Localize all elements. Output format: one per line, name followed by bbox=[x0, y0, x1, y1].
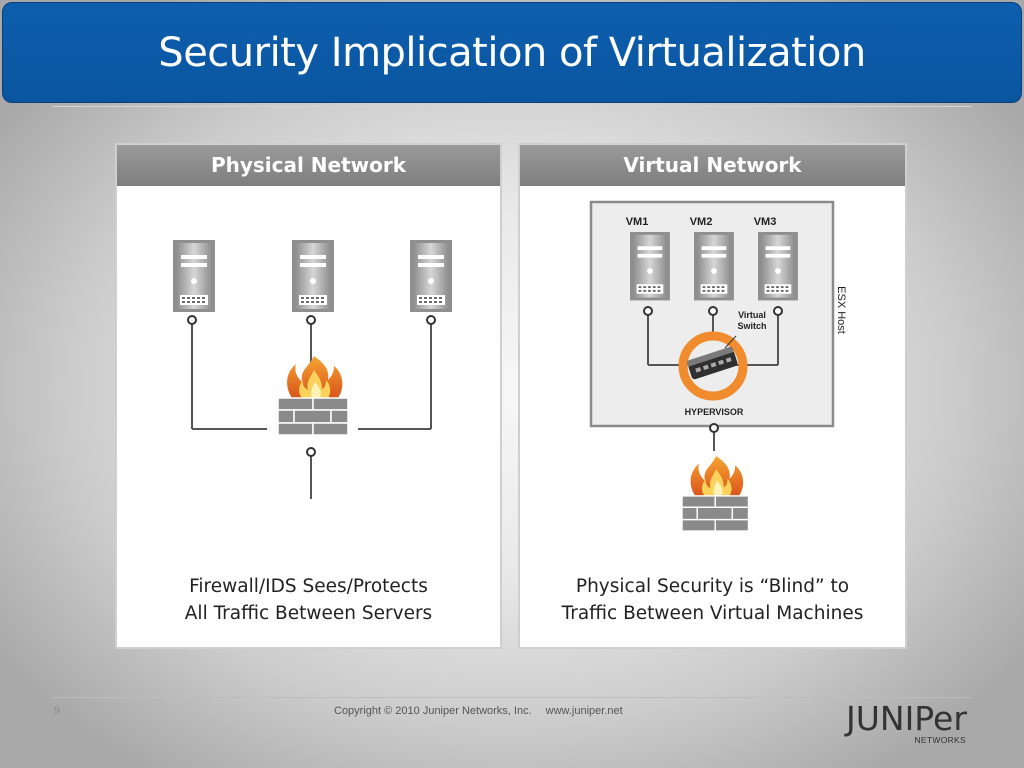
physical-server-1 bbox=[173, 240, 215, 312]
physical-server-2 bbox=[292, 240, 334, 312]
footer-divider bbox=[52, 697, 972, 698]
vm3-label: VM3 bbox=[754, 216, 777, 228]
vm1-server-icon bbox=[630, 232, 670, 301]
vm2-label: VM2 bbox=[690, 216, 713, 228]
virtual-network-diagram: VM1 VM2 VM3 Vi bbox=[589, 200, 847, 532]
footer-copyright: Copyright © 2010 Juniper Networks, Inc. w… bbox=[334, 705, 623, 717]
slide-title: Security Implication of Virtualization bbox=[158, 29, 866, 76]
esx-host-label: ESX Host bbox=[835, 286, 847, 334]
website-link[interactable]: www.juniper.net bbox=[545, 705, 623, 717]
virtual-network-caption: Physical Security is “Blind” to Traffic … bbox=[561, 576, 864, 624]
virtual-switch-icon bbox=[686, 346, 738, 380]
physical-network-links bbox=[191, 323, 432, 499]
virtual-switch-label-line1: Virtual bbox=[738, 310, 766, 320]
physical-server-3 bbox=[410, 240, 452, 312]
hypervisor-label: HYPERVISOR bbox=[685, 407, 744, 417]
virtual-switch-ring bbox=[678, 331, 748, 401]
virtual-connection-nodes bbox=[643, 306, 783, 433]
physical-network-caption: Firewall/IDS Sees/Protects All Traffic B… bbox=[184, 576, 433, 624]
virtual-switch-callout bbox=[724, 335, 737, 349]
connection-nodes bbox=[187, 315, 436, 457]
physical-network-diagram bbox=[173, 240, 452, 499]
vm1-label: VM1 bbox=[626, 216, 649, 228]
virtual-network-header: Virtual Network bbox=[520, 145, 905, 186]
physical-firewall-icon bbox=[277, 355, 349, 436]
virtual-firewall-icon bbox=[681, 455, 750, 532]
page-number: 9 bbox=[54, 705, 61, 717]
vm2-server-icon bbox=[694, 232, 734, 301]
juniper-logo: JUNIPer NETWORKS bbox=[846, 701, 974, 747]
title-bar: Security Implication of Virtualization bbox=[2, 2, 1022, 103]
physical-network-panel: Physical Network Firewall/IDS Sees/Prote… bbox=[115, 143, 502, 649]
virtual-network-panel: Virtual Network VM1 VM2 VM3 bbox=[518, 143, 907, 649]
copyright-text: Copyright © 2010 Juniper Networks, Inc. bbox=[334, 705, 532, 717]
vm3-server-icon bbox=[758, 232, 798, 301]
logo-networks-text: NETWORKS bbox=[914, 735, 966, 745]
logo-wordmark: JUNIPer bbox=[846, 699, 967, 738]
physical-network-header: Physical Network bbox=[117, 145, 500, 186]
virtual-switch-label-line2: Switch bbox=[737, 321, 766, 331]
title-divider bbox=[52, 106, 972, 107]
